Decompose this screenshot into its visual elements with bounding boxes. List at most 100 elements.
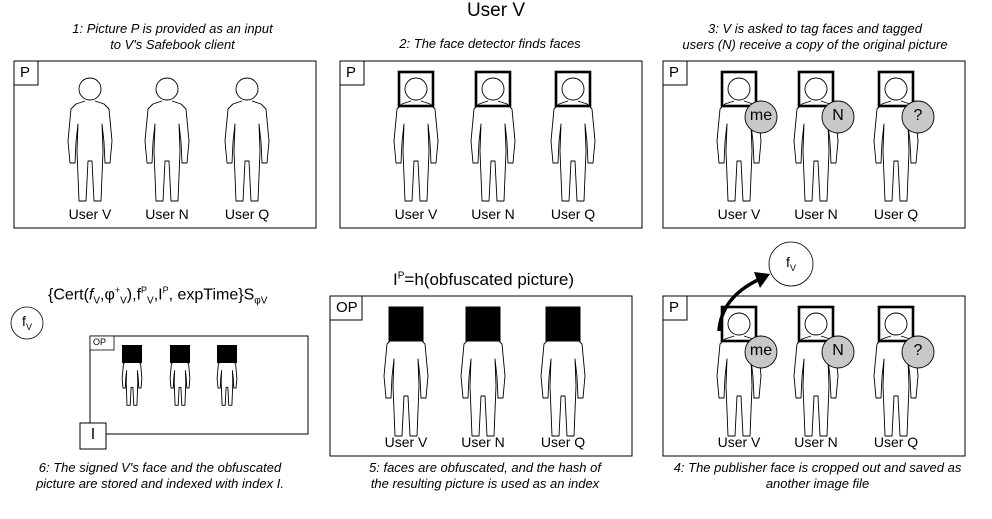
step5-panel <box>329 295 633 457</box>
step2-username-1: User N <box>471 206 515 222</box>
step3-corner-box <box>662 60 688 86</box>
step4-user-0-head <box>727 312 751 336</box>
step1-username-0: User V <box>68 206 112 222</box>
step3-user-1-face-box <box>797 70 835 108</box>
step1-user-1-body <box>144 100 190 202</box>
step6-op-box <box>89 335 115 351</box>
step2-user-1-body <box>470 100 516 202</box>
step3-user-0-body <box>716 100 762 202</box>
step2-caption: 2: The face detector finds faces <box>399 36 581 51</box>
hash-formula: IP=h(obfuscated picture) <box>393 270 575 289</box>
step5-picture-label: OP <box>336 299 358 316</box>
step5-corner-box <box>329 295 363 321</box>
step3-user-0-tag-circle <box>744 100 778 134</box>
step2-panel <box>339 60 643 229</box>
step3-user-2-body <box>873 100 919 202</box>
step6-index-label: I <box>90 426 96 443</box>
crop-arrow-head <box>754 272 770 288</box>
step4-tag-me: me <box>749 342 773 359</box>
step4-username-1: User N <box>794 434 838 450</box>
step5-user-2-face-obfuscated <box>545 306 581 342</box>
step3-user-1-head <box>804 77 828 101</box>
step3-picture-label: P <box>669 64 680 81</box>
step4-caption: 4: The publisher face is cropped out and… <box>673 460 962 491</box>
step2-user-0-head <box>404 77 428 101</box>
step1-picture-label: P <box>20 64 31 81</box>
step5-user-2-body <box>540 335 586 437</box>
step4-user-1-face-box <box>797 305 835 343</box>
step4-tag-n: N <box>832 342 844 359</box>
step6-user-2-body <box>216 359 238 406</box>
step5-username-2: User Q <box>540 434 586 450</box>
step2-user-0-body <box>393 100 439 202</box>
step3-user-1-tag-circle <box>821 100 855 134</box>
step4-user-1-body <box>793 335 839 437</box>
step4-user-2-face-box <box>877 305 915 343</box>
step2-corner-box <box>339 60 365 86</box>
step3-tag-me: me <box>749 107 773 124</box>
step6-user-2-face-obfuscated <box>217 345 237 363</box>
step3-tag-n: N <box>832 107 844 124</box>
step4-corner-box <box>662 295 688 321</box>
step3-user-2-face-box <box>877 70 915 108</box>
diagram-title: User V <box>466 0 526 21</box>
crop-arrow-line <box>717 276 763 332</box>
step6-op-label: OP <box>93 337 107 347</box>
step5-user-1-face-obfuscated <box>465 306 501 342</box>
step3-username-0: User V <box>717 206 761 222</box>
step4-username-0: User V <box>717 434 761 450</box>
step1-username-2: User Q <box>224 206 270 222</box>
step4-user-2-tag-circle <box>901 335 935 369</box>
step2-user-0-face-box <box>397 70 435 108</box>
step4-tag-unknown: ? <box>913 342 923 359</box>
step6-caption: 6: The signed V's face and the obfuscate… <box>36 460 284 491</box>
step1-panel <box>13 60 317 229</box>
step4-user-2-body <box>873 335 919 437</box>
step6-user-1-body <box>169 359 191 406</box>
step1-username-1: User N <box>145 206 189 222</box>
step4-username-2: User Q <box>873 434 919 450</box>
fv-circle-left <box>10 306 44 340</box>
step2-user-2-face-box <box>554 70 592 108</box>
step3-panel <box>662 60 966 229</box>
step4-user-0-body <box>716 335 762 437</box>
step1-corner-box <box>13 60 39 86</box>
step4-user-0-face-box <box>720 305 758 343</box>
step2-username-2: User Q <box>550 206 596 222</box>
step3-tag-unknown: ? <box>913 107 923 124</box>
step1-user-0-body <box>67 100 113 202</box>
step3-username-2: User Q <box>873 206 919 222</box>
step5-username-1: User N <box>461 434 505 450</box>
step4-user-1-head <box>804 312 828 336</box>
fv-label-left: fV <box>22 313 32 332</box>
step4-picture-label: P <box>669 299 680 316</box>
step6-user-0-body <box>121 359 143 406</box>
step3-user-2-tag-circle <box>901 100 935 134</box>
step6-user-1-face-obfuscated <box>170 345 190 363</box>
step3-user-2-head <box>884 77 908 101</box>
signed-face-formula: {Cert(fV,φ+V),fPV,IP, expTime}SφV <box>48 285 268 307</box>
step3-user-0-face-box <box>720 70 758 108</box>
step1-user-0-head <box>78 77 102 101</box>
step6-user-0-face-obfuscated <box>122 345 142 363</box>
step2-picture-label: P <box>346 64 357 81</box>
step2-username-0: User V <box>394 206 438 222</box>
step4-user-0-tag-circle <box>744 335 778 369</box>
step1-user-1-head <box>155 77 179 101</box>
step4-user-1-tag-circle <box>821 335 855 369</box>
fv-circle-right <box>768 241 814 287</box>
step5-user-1-body <box>460 335 506 437</box>
step2-user-2-head <box>561 77 585 101</box>
step3-user-1-body <box>793 100 839 202</box>
step3-username-1: User N <box>794 206 838 222</box>
fv-label-right: fV <box>786 254 796 273</box>
step2-user-1-head <box>481 77 505 101</box>
step6-index-box <box>79 422 107 450</box>
step4-panel <box>662 295 966 457</box>
step5-caption: 5: faces are obfuscated, and the hash of… <box>369 460 601 491</box>
step2-user-2-body <box>550 100 596 202</box>
